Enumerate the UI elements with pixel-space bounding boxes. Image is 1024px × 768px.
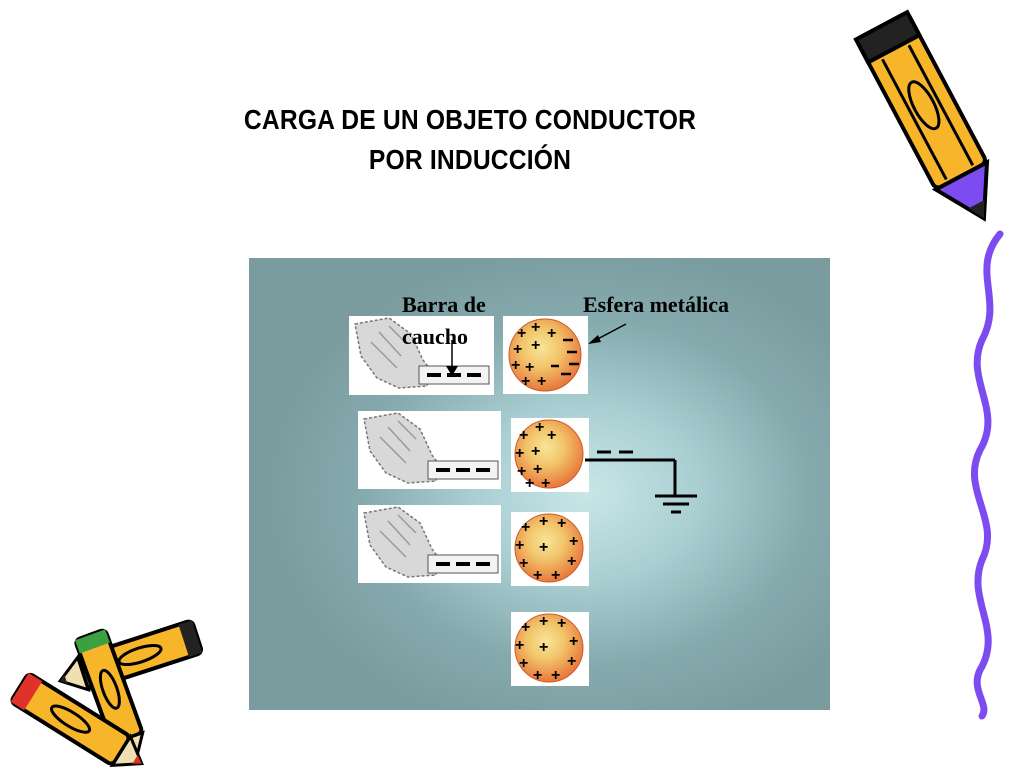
- svg-text:+: +: [539, 613, 548, 630]
- svg-text:+: +: [517, 463, 526, 480]
- svg-text:+: +: [515, 537, 524, 554]
- svg-text:+: +: [511, 357, 520, 374]
- svg-text:+: +: [531, 443, 540, 460]
- metal-sphere-icon: +++ +++ +++ +: [514, 513, 584, 584]
- svg-text:+: +: [515, 637, 524, 654]
- svg-text:+: +: [521, 619, 530, 636]
- svg-text:+: +: [567, 553, 576, 570]
- sphere-label: Esfera metálica: [583, 292, 729, 317]
- svg-text:+: +: [547, 325, 556, 342]
- hand-holding-rod-icon: [354, 317, 490, 389]
- ground-symbol-icon: [585, 450, 697, 514]
- svg-text:+: +: [517, 325, 526, 342]
- svg-text:+: +: [521, 519, 530, 536]
- svg-text:+: +: [531, 319, 540, 336]
- metal-sphere-icon: +++ +++ +++: [508, 318, 582, 392]
- svg-text:+: +: [533, 567, 542, 584]
- rod-label-line-2: caucho: [402, 324, 468, 349]
- svg-text:+: +: [525, 359, 534, 376]
- svg-text:+: +: [539, 639, 548, 656]
- svg-text:+: +: [513, 341, 522, 358]
- svg-text:+: +: [539, 539, 548, 556]
- rod-arrow-icon: [446, 340, 458, 376]
- svg-text:+: +: [515, 445, 524, 462]
- hand-holding-rod-icon: [363, 506, 499, 578]
- svg-text:+: +: [537, 373, 546, 390]
- svg-text:+: +: [557, 515, 566, 532]
- metal-sphere-icon: +++ +++ +++ +: [514, 613, 584, 684]
- hand-holding-rod-icon: [363, 412, 499, 484]
- sphere-arrow-icon: [588, 323, 627, 344]
- title-line-1: CARGA DE UN OBJETO CONDUCTOR: [243, 104, 697, 135]
- metal-sphere-icon: +++ +++ +++: [514, 419, 584, 492]
- svg-text:+: +: [551, 667, 560, 684]
- svg-text:+: +: [539, 513, 548, 530]
- wavy-line-icon: [971, 230, 1004, 720]
- svg-text:+: +: [547, 427, 556, 444]
- svg-text:+: +: [535, 419, 544, 436]
- page-title: CARGA DE UN OBJETO CONDUCTOR POR INDUCCI…: [206, 100, 734, 180]
- svg-text:+: +: [519, 555, 528, 572]
- svg-text:+: +: [567, 653, 576, 670]
- pencil-icon: [853, 9, 990, 222]
- svg-text:+: +: [551, 567, 560, 584]
- svg-text:+: +: [521, 373, 530, 390]
- svg-text:+: +: [557, 615, 566, 632]
- pencil-icon: [10, 619, 204, 768]
- svg-text:+: +: [525, 475, 534, 492]
- svg-text:+: +: [541, 475, 550, 492]
- svg-text:+: +: [519, 655, 528, 672]
- svg-text:+: +: [531, 337, 540, 354]
- svg-text:+: +: [533, 667, 542, 684]
- svg-text:+: +: [569, 533, 578, 550]
- title-line-2: POR INDUCCIÓN: [368, 144, 572, 175]
- svg-text:+: +: [569, 633, 578, 650]
- svg-text:+: +: [519, 427, 528, 444]
- svg-text:+: +: [533, 461, 542, 478]
- rod-label-line-1: Barra de: [402, 292, 486, 317]
